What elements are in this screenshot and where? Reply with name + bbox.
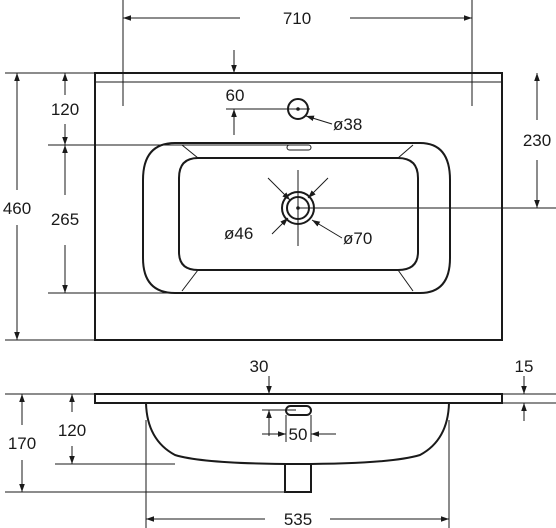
dim-overflow-width-label: 50 — [289, 425, 308, 444]
basin-outline — [94, 72, 503, 341]
bowl-outer — [142, 142, 451, 294]
side-drain-pipe — [284, 463, 312, 493]
leader-line — [305, 115, 333, 125]
dim-drain-setback-label: 230 — [523, 131, 551, 150]
top-view: 710 460 60 ø38 120 265 230 — [3, 0, 556, 341]
dim-tap-setback-label: 120 — [51, 100, 79, 119]
bowl-corner-line — [181, 144, 199, 159]
dim-tap-diameter-label: ø38 — [333, 115, 362, 134]
dim-bowl-depth-label: 120 — [58, 421, 86, 440]
dim-drain-outer-label: ø70 — [343, 229, 372, 248]
dim-drain-inner-label: ø46 — [224, 224, 253, 243]
leader-line — [267, 177, 291, 201]
dim-tap-offset-label: 60 — [226, 86, 245, 105]
bowl-corner-line — [397, 144, 414, 159]
dim-overflow-offset-label: 30 — [250, 357, 269, 376]
side-rim — [94, 393, 503, 404]
leader-line — [307, 177, 329, 199]
dim-bowl-length-label: 265 — [51, 210, 79, 229]
dim-bowl-width-label: 535 — [284, 510, 312, 528]
leader-line — [311, 219, 343, 239]
dim-width-label: 710 — [283, 9, 311, 28]
bowl-corner-line — [397, 269, 414, 292]
dim-rim-thickness-label: 15 — [515, 357, 534, 376]
bowl-corner-line — [181, 269, 199, 292]
dim-total-height-label: 170 — [8, 434, 36, 453]
overflow-slot — [286, 144, 312, 151]
leader-line — [271, 217, 289, 235]
side-view: 30 15 170 120 50 535 — [5, 357, 556, 528]
dim-depth-label: 460 — [3, 199, 31, 218]
